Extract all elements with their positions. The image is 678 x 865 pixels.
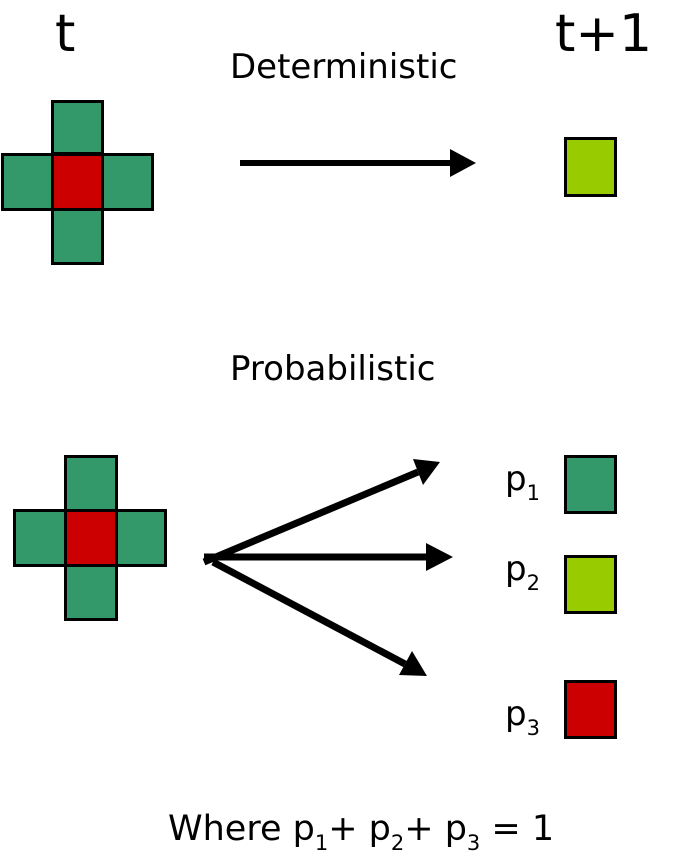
neighbor-cell-right [115,509,167,567]
time-t-label: t [55,4,76,64]
deterministic-result-cell [564,137,617,197]
outcome-cell-3 [564,680,617,739]
outcome-cell-1 [564,455,617,514]
neighbor-cell-left [1,153,54,211]
center-cell [64,509,118,567]
probability-sum-equation: Where p1+ p2+ p3 = 1 [168,809,555,855]
neighbor-cell-right [101,153,154,211]
outcome-cell-2 [564,555,617,614]
probabilistic-arrow-3 [211,558,427,676]
neighbor-cell-bottom [64,564,118,621]
deterministic-arrow [240,149,476,177]
probability-label-2: p2 [505,549,540,595]
neighbor-cell-top [64,455,118,512]
probabilistic-title: Probabilistic [230,349,436,389]
time-t-plus-1-label: t+1 [555,4,653,64]
deterministic-title: Deterministic [230,47,458,87]
probabilistic-arrow-1 [202,459,440,566]
probability-label-1: p1 [505,459,540,505]
probabilistic-arrow-2 [204,543,453,571]
neighbor-cell-top [51,100,104,155]
neighbor-cell-bottom [51,208,104,265]
probability-label-3: p3 [505,694,540,740]
